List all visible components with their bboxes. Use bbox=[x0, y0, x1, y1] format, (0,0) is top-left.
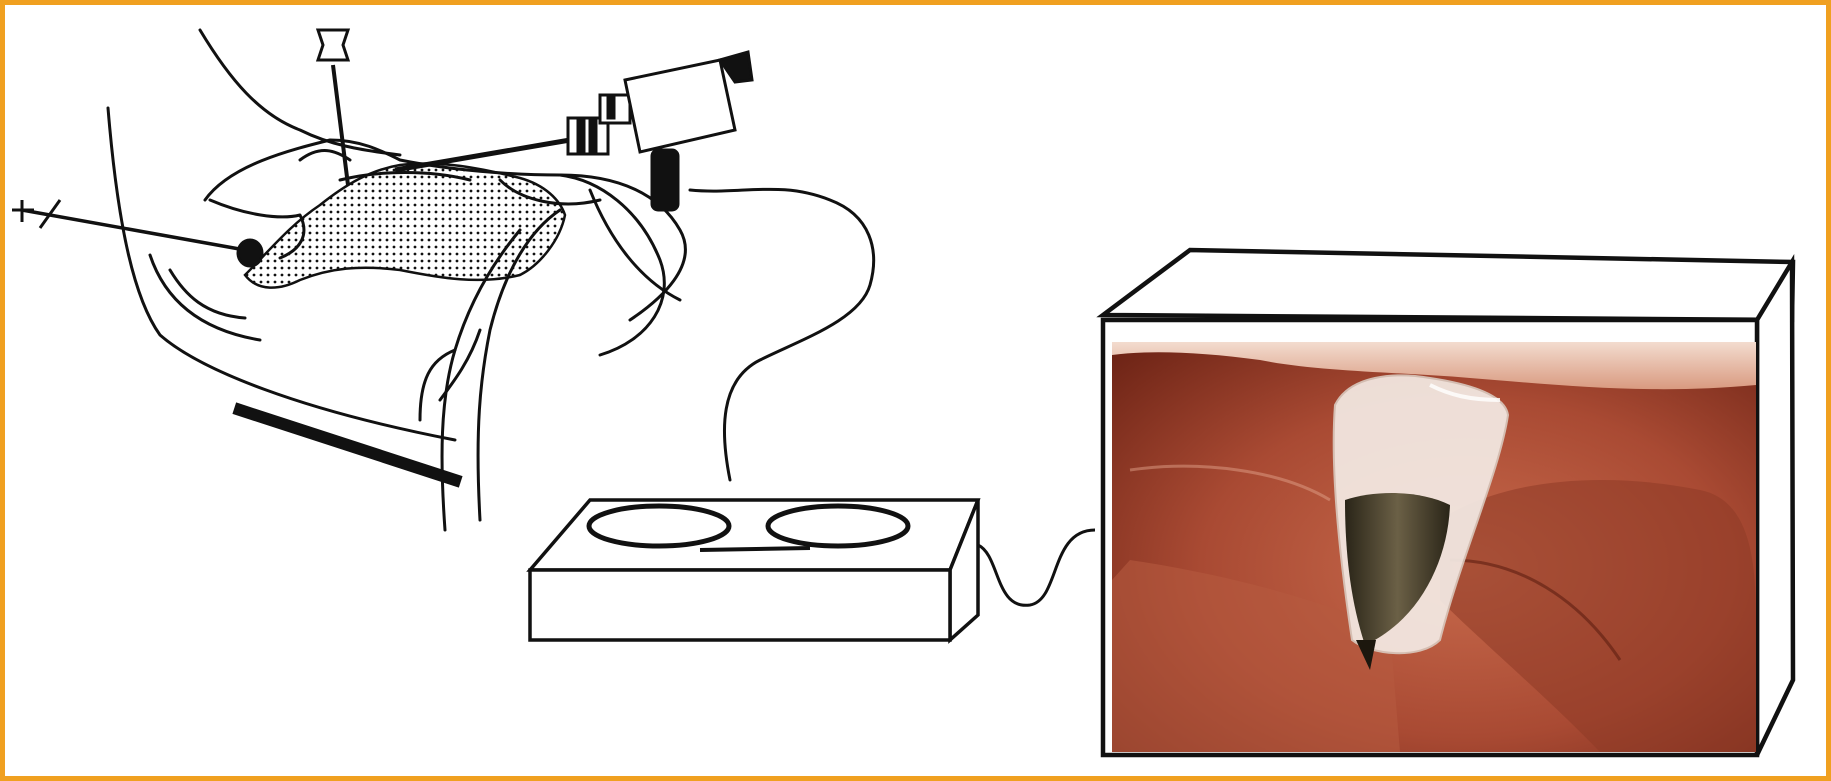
video-cable bbox=[978, 530, 1095, 605]
monitor-icon bbox=[1103, 250, 1793, 755]
pelvic-cavity-region bbox=[245, 163, 565, 287]
schematic-drawing bbox=[5, 5, 1826, 776]
manipulator-icon bbox=[12, 200, 262, 266]
light-source-icon bbox=[530, 500, 978, 640]
operating-table-pad bbox=[240, 410, 455, 480]
forceps-icon bbox=[318, 30, 348, 185]
endoscopic-view bbox=[1112, 342, 1756, 752]
